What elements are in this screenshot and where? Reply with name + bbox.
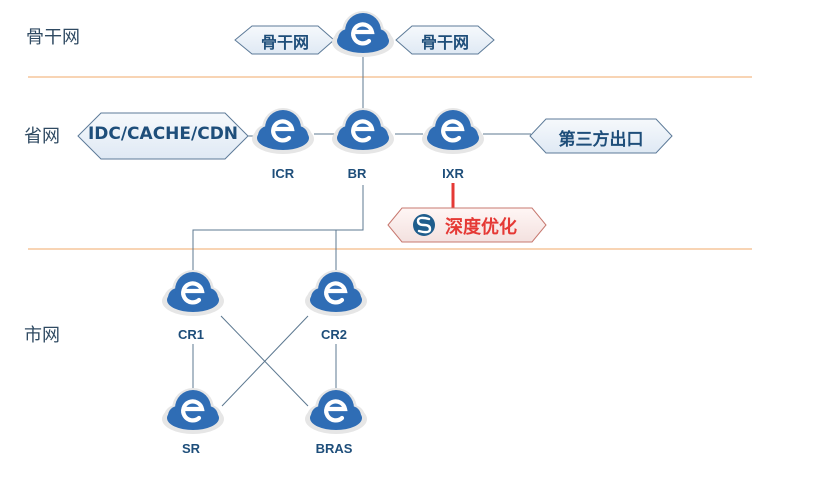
- tier-label-backbone: 骨干网: [26, 27, 80, 48]
- tag-third-party-shape: [529, 118, 673, 154]
- tier-label-metro: 市网: [24, 325, 60, 346]
- node-br-cloud-e-icon: [332, 108, 394, 154]
- node-label-br: BR: [347, 166, 367, 181]
- node-cr1-cloud-e-icon: [162, 270, 224, 316]
- node-ixr-cloud-e-icon: [422, 108, 484, 154]
- node-label-cr2: CR2: [320, 327, 347, 342]
- tag-backbone-right: 骨干网: [420, 33, 469, 52]
- node-bras-cloud-e-icon: [305, 388, 367, 434]
- node-icr-cloud-e-icon: [252, 108, 314, 154]
- node-sr-cloud-e-icon: [162, 388, 224, 434]
- node-label-bras: BRAS: [315, 441, 353, 456]
- node-backbone-cloud-e-icon: [332, 11, 394, 57]
- node-cr2-cloud-e-icon: [305, 270, 367, 316]
- tag-third-party: 第三方出口: [558, 130, 644, 150]
- tag-backbone-right-shape: [395, 25, 495, 55]
- s-logo-icon: [413, 214, 435, 236]
- node-label-sr: SR: [181, 441, 201, 456]
- tag-idc-shape: [77, 112, 249, 160]
- tier-label-provincial: 省网: [24, 126, 60, 147]
- node-label-cr1: CR1: [177, 327, 204, 342]
- tag-backbone-left: 骨干网: [260, 33, 309, 52]
- node-label-icr: ICR: [271, 166, 295, 181]
- tag-idc: IDC/CACHE/CDN: [87, 124, 239, 144]
- link-cr2-sr: [221, 315, 309, 407]
- link-br-metro: [192, 185, 364, 270]
- tag-optimization: 深度优化: [445, 217, 517, 238]
- node-label-ixr: IXR: [442, 166, 464, 181]
